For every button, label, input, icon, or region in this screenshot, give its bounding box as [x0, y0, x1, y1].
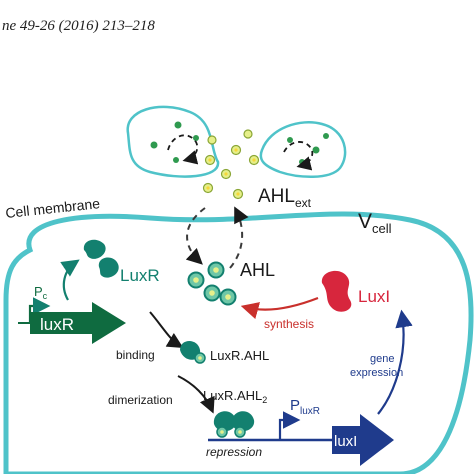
luxr-ahl-label: LuxR.AHL [210, 348, 269, 363]
neighbor-cell-right [259, 121, 347, 179]
gene-expression-arrow [377, 309, 413, 415]
luxr-ahl2-dimer [213, 411, 255, 438]
pluxr-promoter: PluxR [278, 397, 320, 440]
ahl-ext-label: AHLext [258, 186, 312, 210]
ahl-intracellular-molecules [187, 261, 237, 306]
binding-arrow [149, 311, 184, 349]
luxr-expression-arrow [60, 259, 80, 301]
luxi-label: LuxI [358, 287, 390, 306]
neighbor-cell-left [126, 105, 220, 178]
luxi-protein-shape [321, 270, 352, 312]
luxi-gene-arrow [332, 414, 394, 466]
journal-citation: ne 49-26 (2016) 213–218 [2, 18, 155, 34]
pc-label: Pc [34, 284, 48, 301]
synthesis-arrow [240, 296, 319, 320]
luxr-ahl2-label: LuxR.AHL2 [203, 388, 267, 405]
luxr-gene-label: luxR [40, 315, 74, 334]
neighbor-left-flow [167, 134, 199, 165]
v-cell-label: Vcell [358, 210, 392, 236]
luxi-gene-label: luxI [334, 433, 357, 450]
synthesis-label: synthesis [264, 317, 314, 331]
luxr-label: LuxR [120, 266, 160, 285]
dimerization-arrow [177, 375, 215, 414]
ahl-ext-molecules [202, 129, 260, 200]
binding-label: binding [116, 348, 155, 362]
dimerization-label: dimerization [108, 393, 173, 407]
luxr-protein-shapes [83, 239, 119, 278]
gene-expression-label-line2: expression [350, 367, 403, 379]
ahl-outflow-arrow [229, 206, 249, 269]
luxr-ahl-complex [180, 341, 206, 364]
ahl-label: AHL [240, 260, 275, 280]
gene-expression-label-line1: gene [370, 353, 394, 365]
pluxr-label: PluxR [290, 397, 320, 417]
neighbor-cell-ahl-dots [150, 121, 329, 165]
repression-label: repression [206, 445, 262, 459]
ahl-inflow-arrow [185, 207, 206, 265]
neighbor-right-flow [283, 141, 314, 171]
luxr-gene-arrow [30, 302, 126, 344]
